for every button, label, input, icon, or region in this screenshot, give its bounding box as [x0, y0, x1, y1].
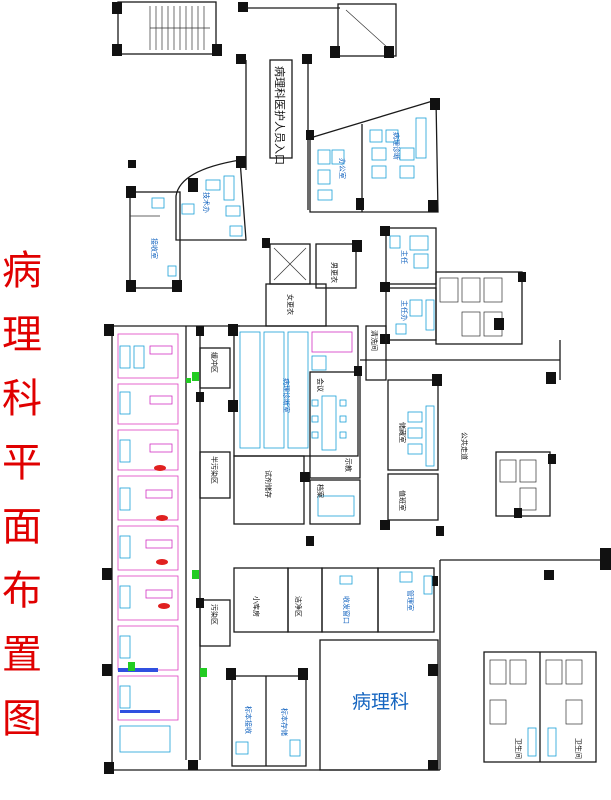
room-label-toilet-m: 卫生间	[574, 738, 583, 759]
reception-label: 接收室	[150, 238, 159, 259]
room-label-public-corridor: 公共走道	[460, 432, 469, 460]
room-label-slides: 试剂储存	[264, 470, 273, 498]
top-right-block	[236, 3, 397, 210]
toilet-cluster-mid	[436, 372, 556, 536]
male-label: 男更衣	[330, 262, 339, 283]
room-label-archive: 档案	[316, 484, 325, 498]
brand-text-label: 病理科	[352, 691, 409, 713]
office-desks	[317, 117, 427, 201]
tf-label: 卫生间	[514, 738, 523, 759]
room-label-office: 办公室	[338, 158, 347, 179]
elevator-block: 男更衣 女更衣	[262, 238, 362, 327]
wash-room: 清洗间	[365, 325, 387, 381]
room-label-director: 主任	[400, 250, 409, 264]
room-label-lab-store: 储藏室	[398, 422, 407, 443]
room-label-tech-office: 技术办	[202, 192, 211, 213]
wash-label: 清洗间	[370, 330, 379, 351]
zone-label-semi-clean: 半污染区	[210, 456, 219, 484]
room-label-male-change: 男更衣	[330, 262, 339, 283]
right-middle-rooms: 储藏室 值班室 公共走道	[380, 374, 469, 530]
lab-equipment	[119, 345, 173, 753]
room-label-fresh: 收发窗口	[342, 596, 351, 624]
zone-label-buffer: 缓冲区	[210, 352, 219, 373]
slides-label: 试剂储存	[264, 470, 273, 498]
super-label: 主任办	[400, 300, 409, 321]
room-label-small-store: 小库房	[252, 596, 261, 617]
room-label-duty: 管理室	[406, 590, 415, 611]
small-label: 小库房	[252, 596, 261, 617]
sample-rooms: 标本接收 标本存储	[188, 668, 308, 770]
room-label-clean: 洁净区	[294, 596, 303, 617]
diagnosis-hall: 病理诊断室	[228, 324, 359, 457]
dirty-label: 污染区	[210, 604, 219, 625]
storage-block: 试剂储存	[233, 455, 310, 525]
reception-block: 接收室	[126, 160, 182, 292]
director-label: 主任	[400, 250, 409, 264]
room-label-diagnosis: 病理诊断室	[282, 378, 291, 413]
diag-label: 病理诊断室	[282, 378, 291, 413]
female-label: 女更衣	[286, 294, 295, 315]
meeting-room: 会议 示教	[309, 366, 362, 479]
room-label-teaching: 示教	[344, 458, 353, 472]
room-label-reception: 接收室	[150, 238, 159, 259]
meet-label: 会议	[316, 378, 325, 392]
office-label: 办公室	[338, 158, 347, 179]
brand-box: 病理科	[319, 639, 439, 771]
labstore-label: 储藏室	[398, 422, 407, 443]
duty-label: 管理室	[406, 590, 415, 611]
lab-strip	[117, 326, 207, 760]
room-label-toilet-f: 卫生间	[514, 738, 523, 759]
tech-label: 技术办	[202, 192, 211, 213]
archive-label: 档案	[316, 484, 325, 498]
consult-label: 病理诊断	[392, 132, 401, 160]
toilet-cluster-top	[435, 271, 526, 345]
room-label-supervisor: 主任办	[400, 300, 409, 321]
public-label: 公共走道	[460, 432, 469, 460]
tech-office: 技术办	[175, 156, 247, 241]
plan-title: 病理科平面布置图	[2, 248, 42, 742]
room-label-consult: 病理诊断	[392, 132, 401, 160]
room-label-sample-recv: 标本接收	[244, 706, 253, 734]
entry-text-label: 病理科医护人员入口	[273, 66, 287, 165]
recv-label: 标本接收	[244, 706, 253, 734]
room-label-female-change: 女更衣	[286, 294, 295, 315]
spec-label: 标本存储	[280, 708, 289, 736]
room-label-staff: 值班室	[398, 490, 407, 511]
fresh-label: 收发窗口	[342, 596, 351, 624]
staircase-top	[112, 1, 248, 56]
hall-benches	[239, 331, 353, 449]
upper-right-rooms: 办公室 病理诊断	[306, 98, 440, 213]
zone-label-dirty: 污染区	[210, 604, 219, 625]
entrance-label: 病理科医护人员入口	[269, 59, 293, 165]
room-label-specimen: 标本存储	[280, 708, 289, 736]
director-area: 主任 主任办	[380, 226, 437, 344]
archive-room: 档案	[309, 479, 361, 525]
tm-label: 卫生间	[574, 738, 583, 759]
staff-label: 值班室	[398, 490, 407, 511]
toilet-cluster-bottom: 卫生间 卫生间	[483, 548, 611, 763]
room-label-meeting: 会议	[316, 378, 325, 392]
room-label-wash: 清洗间	[370, 330, 379, 351]
lower-middle-rooms: 小库房 洁净区 收发窗口 管理室	[233, 536, 438, 633]
teach-label: 示教	[344, 458, 353, 472]
semi-label: 半污染区	[210, 456, 219, 484]
plan-title-text: 病理科平面布置图	[2, 248, 42, 742]
buffer-label: 缓冲区	[210, 352, 219, 373]
zone-boxes: 缓冲区 半污染区 污染区	[196, 326, 231, 647]
clean-label: 洁净区	[294, 596, 303, 617]
